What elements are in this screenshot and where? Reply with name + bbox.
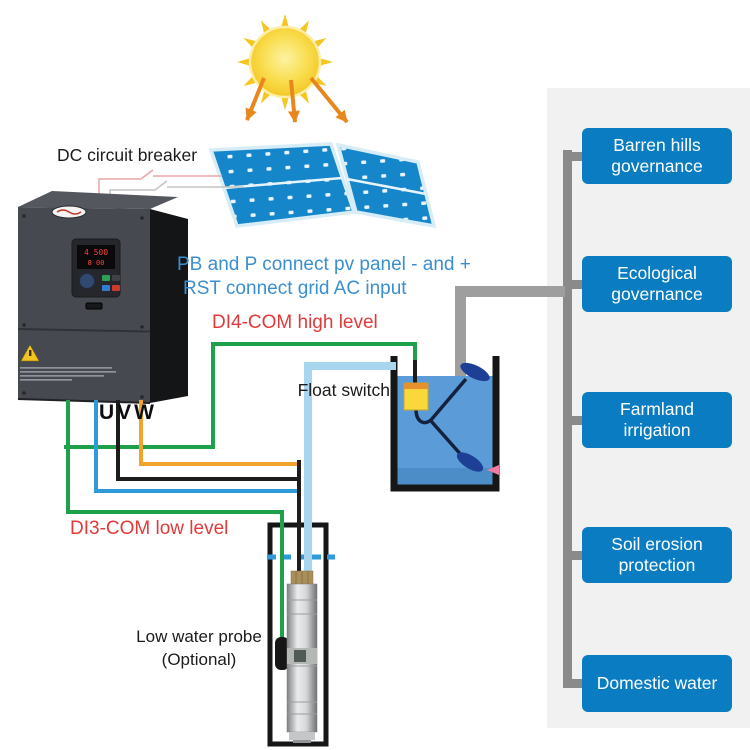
app-box-label: Soil erosion protection bbox=[611, 533, 703, 575]
tank-water bbox=[397, 376, 493, 486]
app-box-label: Barren hills governance bbox=[611, 134, 703, 176]
inverter-display bbox=[77, 245, 115, 269]
panel-divider bbox=[223, 176, 427, 196]
pv-connect-line1: PB and P connect pv panel - and + bbox=[177, 254, 471, 275]
solar-panel-right bbox=[335, 142, 437, 229]
trunk-stub bbox=[563, 416, 585, 425]
sun-arrow bbox=[309, 76, 349, 124]
low-water-probe-line1: Low water probe bbox=[136, 627, 262, 646]
app-box-ecological: Ecological governance bbox=[582, 256, 732, 312]
solar-panel-left bbox=[208, 142, 357, 228]
outlet-pipe-vertical bbox=[455, 286, 466, 388]
app-box-barren-hills: Barren hills governance bbox=[582, 128, 732, 184]
low-water-probe-line2: (Optional) bbox=[161, 649, 237, 669]
inverter-knob bbox=[79, 273, 95, 289]
sun-icon bbox=[237, 14, 333, 110]
inverter-front-face bbox=[18, 207, 150, 403]
wire-orange-w bbox=[139, 400, 299, 466]
dc-breaker-lines bbox=[98, 169, 244, 201]
di4-high-level-label: DI4-COM high level bbox=[212, 312, 378, 333]
warning-text-lines bbox=[20, 367, 116, 381]
low-water-probe-label: Low water probe (Optional) bbox=[131, 626, 267, 672]
app-box-soil-erosion: Soil erosion protection bbox=[582, 527, 732, 583]
display-row1: 4 500 bbox=[84, 248, 108, 257]
brand-logo-icon bbox=[51, 205, 87, 219]
inverter-port bbox=[85, 302, 103, 310]
inverter-screws bbox=[22, 214, 144, 399]
sun-disc bbox=[248, 25, 322, 99]
app-box-farmland: Farmland irrigation bbox=[582, 392, 732, 448]
app-box-domestic-water: Domestic water bbox=[582, 655, 732, 712]
display-row2: 8 00 bbox=[88, 259, 105, 267]
float-switch-label: Float switch bbox=[297, 380, 390, 400]
app-box-label: Ecological governance bbox=[611, 262, 703, 304]
pump-cap-ridges bbox=[295, 571, 309, 584]
app-box-label: Farmland irrigation bbox=[620, 398, 694, 440]
pv-connect-note: PB and P connect pv panel - and + RST co… bbox=[177, 253, 471, 301]
pump-seams bbox=[287, 599, 317, 715]
trunk-stub bbox=[563, 280, 585, 289]
inverter-keypad bbox=[71, 238, 121, 298]
float-switch-box-stripe bbox=[404, 383, 428, 389]
tank-water-bottom bbox=[397, 468, 493, 486]
pump-base bbox=[289, 732, 315, 740]
inverter-seam bbox=[17, 328, 151, 333]
sun-arrow bbox=[245, 77, 266, 121]
pump-coupling-block bbox=[294, 650, 306, 662]
pump-cap bbox=[290, 570, 314, 585]
warning-icon bbox=[20, 344, 40, 362]
inverter-device: 4 500 8 00 bbox=[17, 191, 188, 404]
pump-coupling bbox=[287, 648, 317, 664]
inverter-side-face bbox=[150, 209, 188, 403]
low-water-probe bbox=[275, 637, 289, 670]
float-switch-box bbox=[403, 382, 429, 411]
breaker-line-gray bbox=[109, 180, 244, 201]
float-cables bbox=[414, 377, 468, 459]
sunlight-arrows bbox=[245, 76, 349, 124]
water-tank bbox=[390, 356, 500, 492]
pv-connect-line2: RST connect grid AC input bbox=[183, 277, 407, 299]
brand-logo-mark bbox=[56, 209, 82, 215]
trunk-stub bbox=[563, 679, 585, 688]
trunk-stub bbox=[563, 152, 585, 161]
app-box-label: Domestic water bbox=[596, 672, 718, 693]
float-upper bbox=[460, 362, 490, 382]
breaker-line-pink bbox=[98, 169, 222, 196]
tank-walls bbox=[390, 356, 500, 489]
submersible-pump bbox=[286, 570, 318, 743]
float-lower bbox=[456, 452, 484, 472]
pump-base-cap bbox=[293, 740, 311, 743]
well-casing bbox=[267, 522, 329, 747]
inverter-buttons bbox=[102, 275, 120, 291]
dc-breaker-label: DC circuit breaker bbox=[57, 145, 198, 165]
uvw-terminals-label: UVW bbox=[99, 401, 157, 424]
solar-panels bbox=[208, 142, 437, 229]
trunk-stub bbox=[563, 551, 585, 560]
warning-exclamation bbox=[29, 350, 32, 356]
well bbox=[267, 362, 396, 747]
sun-arrow bbox=[287, 79, 300, 123]
di3-low-level-label: DI3-COM low level bbox=[70, 518, 229, 539]
float-marker-arrow bbox=[487, 465, 499, 475]
pump-body bbox=[286, 583, 318, 733]
inverter-top-face bbox=[18, 191, 178, 209]
